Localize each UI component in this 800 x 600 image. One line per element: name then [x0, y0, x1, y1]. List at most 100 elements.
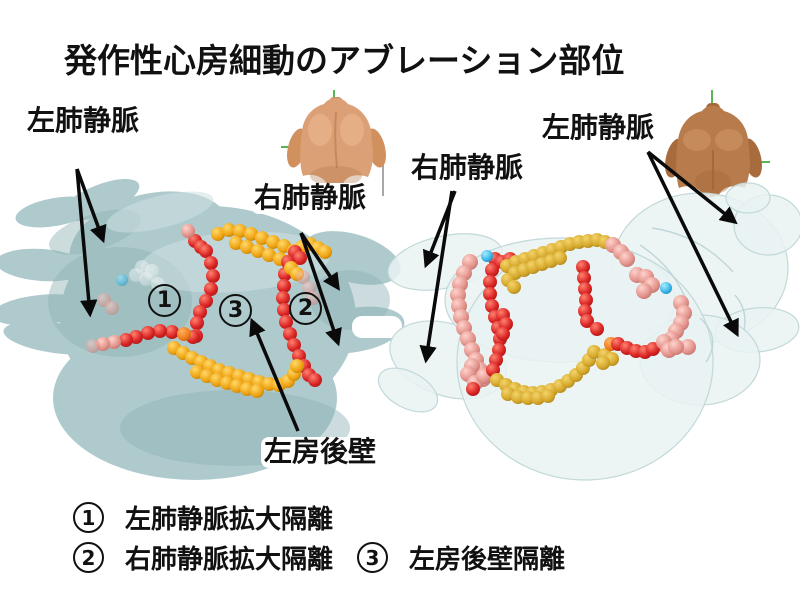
ablation-point-right-pv-gold-bits	[284, 261, 298, 275]
ablation-point-roof-line-gold	[287, 244, 301, 258]
ablation-point-right-pv-ring-pink	[475, 371, 491, 387]
arrow-posterior-wall	[249, 317, 300, 432]
ablation-point-floor-line-gold	[511, 390, 525, 404]
ablation-point-right-pv-ring-pink	[460, 331, 476, 347]
ablation-point-floor-line-gold	[544, 383, 558, 397]
arrow-right-pv-ant-1	[422, 190, 457, 269]
arrow-right-pv-2	[299, 232, 342, 347]
ablation-point-right-pv-ring-pink	[464, 342, 480, 358]
ablation-point-roof-line-gold	[311, 241, 325, 255]
ablation-point-floor-line-gold	[185, 351, 199, 365]
ablation-point-floor-line-gold	[220, 376, 234, 390]
ablation-point-floor-orange	[604, 337, 618, 351]
ablation-point-faint-white	[129, 268, 143, 282]
ablation-point-right-pv-ring-pink	[451, 298, 467, 314]
marker-3-number: 3	[227, 298, 244, 323]
ablation-point-floor-red	[646, 342, 660, 356]
ablation-point-right-pv-ring-pink	[460, 366, 476, 382]
ablation-point-floor-line-gold	[176, 346, 190, 360]
ablation-point-right-pv-ring-pink	[468, 352, 484, 368]
ablation-point-floor-line-gold	[262, 377, 276, 391]
ablation-point-mid-line-red	[577, 271, 591, 285]
ablation-point-mid-line-red	[578, 282, 592, 296]
ablation-point-right-pv-ring-red	[485, 263, 499, 277]
ablation-point-roof-line-gold	[240, 240, 254, 254]
ablation-point-floor-line-gold	[521, 391, 535, 405]
heart-model-right	[377, 182, 800, 481]
ablation-point-right-pv-ring-pink	[452, 276, 468, 292]
ablation-point-roof-line-gold	[536, 246, 550, 260]
ablation-point-right-pv-ring-red	[486, 363, 500, 377]
ablation-point-left-pv-pink-diag	[673, 315, 689, 331]
ablation-point-roof-line-gold	[500, 259, 514, 273]
ablation-point-floor-line-gold	[582, 353, 596, 367]
ablation-point-right-pv-ring-red	[499, 317, 513, 331]
marker-1-number: 1	[156, 288, 173, 313]
ablation-point-floor-line-gold	[200, 369, 214, 383]
ablation-point-right-pv-line-red	[292, 349, 306, 363]
ablation-point-roof-line-gold	[266, 235, 280, 249]
legend-1-circle: 1	[73, 502, 104, 533]
ablation-point-roof-line-gold	[545, 243, 559, 257]
ablation-point-right-pv-ring-red	[496, 308, 510, 322]
marker-2-number: 2	[297, 296, 314, 321]
ablation-point-left-pv-pink-diag	[668, 323, 684, 339]
ablation-point-left-pv-pink-diag	[673, 295, 689, 311]
ablation-point-faint-white	[145, 264, 159, 278]
ablation-point-left-pv-pink-upper	[619, 251, 635, 267]
ablation-point-left-pv-pink-upper	[605, 237, 621, 253]
slide-title: 発作性心房細動のアブレーション部位	[64, 41, 625, 80]
ablation-point-floor-line-gold	[531, 391, 545, 405]
label-posterior-wall: 左房後壁	[261, 436, 380, 468]
ablation-point-floor-left-red	[153, 324, 167, 338]
label-right-pulmonary-vein-anterior: 右肺静脈	[408, 152, 527, 184]
ablation-point-right-pv-ring-pink	[476, 368, 492, 384]
ablation-point-right-pv-ring-pink	[467, 375, 483, 391]
ablation-point-floor-line-gold	[203, 359, 217, 373]
marker-2: 2	[289, 292, 322, 325]
ablation-point-floor-left-red	[119, 333, 133, 347]
ablation-point-floor-line-gold	[526, 386, 540, 400]
ablation-point-roof-red	[503, 252, 517, 266]
ablation-point-faint-white	[135, 260, 149, 274]
ablation-point-roof-right-red	[288, 245, 302, 259]
ablation-point-left-pv-line-red	[206, 269, 220, 283]
ablation-point-floor-line-gold	[598, 348, 612, 362]
ablation-point-roof-line-gold	[581, 234, 595, 248]
ablation-point-roof-line-gold	[572, 235, 586, 249]
ablation-point-floor-line-gold	[576, 361, 590, 375]
ablation-point-roof-line-gold	[518, 252, 532, 266]
ablation-point-floor-line-gold	[210, 373, 224, 387]
ablation-point-roof-line-gold	[295, 240, 309, 254]
ablation-point-left-pv-pink-upper	[644, 277, 660, 293]
ablation-point-floor-line-gold	[281, 374, 295, 388]
ablation-point-right-pv-ring-pink	[456, 320, 472, 336]
ablation-point-roof-line-gold	[563, 237, 577, 251]
ablation-point-left-pv-line-red	[190, 316, 204, 330]
ablation-point-left-pv-line-red	[193, 305, 207, 319]
ablation-point-roof-line-gold	[222, 223, 236, 237]
ablation-point-floor-line-gold	[272, 378, 286, 392]
ablation-point-left-pv-pink-upper	[629, 267, 645, 283]
ablation-point-right-pv-line-red	[308, 373, 322, 387]
ablation-point-floor-line-gold	[230, 379, 244, 393]
ablation-point-roof-cyan	[481, 250, 493, 262]
ablation-point-right-pv-line-red	[302, 368, 316, 382]
ablation-point-right-pv-ring-red	[489, 353, 503, 367]
ablation-point-left-pv-cyan	[660, 282, 672, 294]
ablation-point-mid-line-red	[578, 304, 592, 318]
ablation-point-left-pv-line-red	[199, 294, 213, 308]
ablation-point-right-pv-ring-red	[493, 332, 507, 346]
ablation-point-right-pv-ring-pink	[450, 287, 466, 303]
ablation-point-roof-line-gold	[507, 280, 521, 294]
ablation-point-floor-line-gold	[605, 352, 619, 366]
legend-item-2: 2 右肺静脈拡大隔離	[73, 539, 333, 576]
legend-item-1: 1 左肺静脈拡大隔離	[73, 499, 333, 536]
ablation-point-floor-left-pink	[107, 335, 121, 349]
ablation-point-mid-line-red	[590, 322, 604, 336]
ablation-point-right-pv-line-red	[278, 267, 292, 281]
ablation-point-floor-line-gold	[499, 378, 513, 392]
ablation-point-floor-line-gold	[517, 385, 531, 399]
ablation-point-floor-line-gold	[501, 387, 515, 401]
